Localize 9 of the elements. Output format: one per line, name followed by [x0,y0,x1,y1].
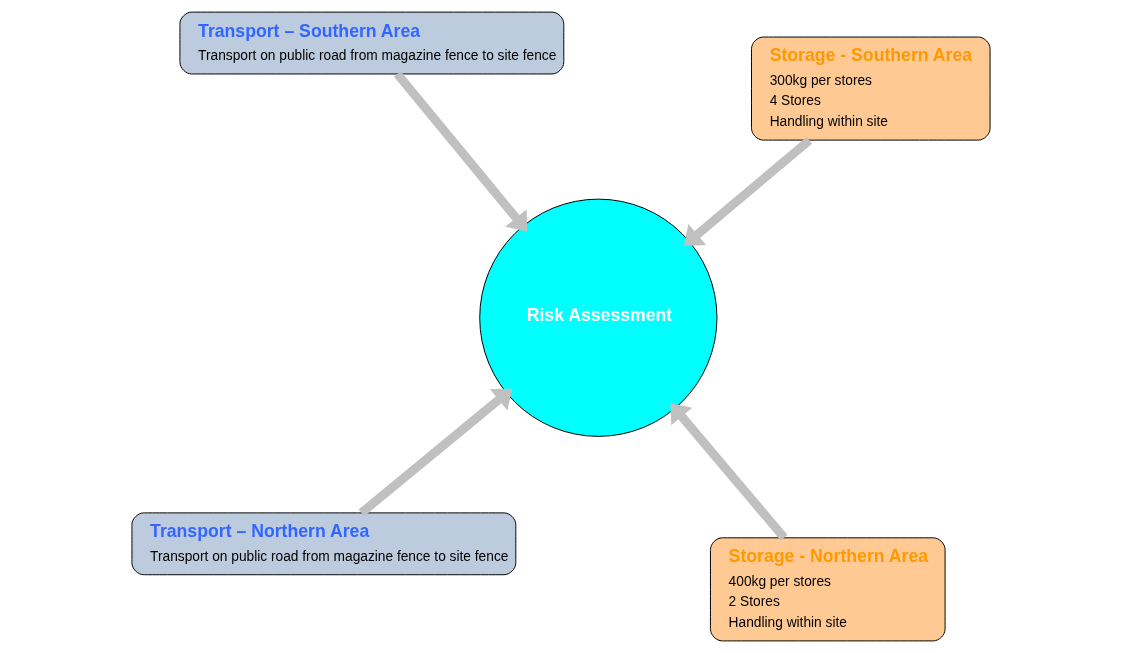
arrow [683,136,813,246]
node-box: Transport – Northern Area Transport on public road from magazine fence to site fence [131,512,517,576]
arrow [393,71,528,232]
arrow [670,403,788,541]
node-box: Storage - Northern Area 400kg per stores 2 Stores Handling within site [709,537,946,642]
node-box: Storage - Southern Area 300kg per stores 4 Stores Handling within site [751,36,991,141]
arrow [358,388,513,517]
node-circle: Risk Assessment [479,198,718,437]
node-box: Transport – Southern Area Transport on public road from magazine fence to site fence [179,11,565,75]
